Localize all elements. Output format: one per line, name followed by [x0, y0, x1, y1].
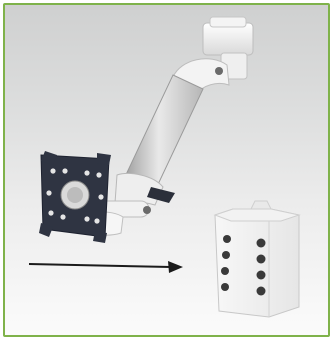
monitor-arm-illustration	[5, 5, 328, 335]
mount-box-icon	[215, 201, 299, 317]
vesa-plate-icon	[39, 151, 111, 243]
right-arrow-icon	[29, 261, 183, 273]
product-image-frame	[3, 3, 330, 337]
